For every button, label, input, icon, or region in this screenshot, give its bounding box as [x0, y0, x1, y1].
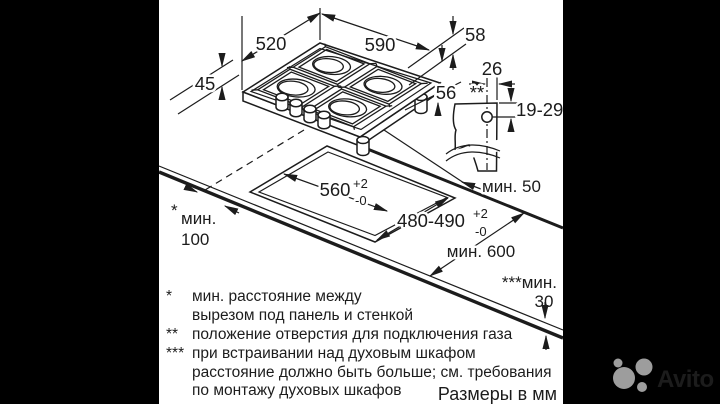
footnotes: * мин. расстояние между вырезом под пане…: [164, 286, 560, 404]
grate-front-right: [338, 63, 427, 107]
dim-label-19-29: 19-29: [516, 99, 563, 120]
tol-560-minus: -0: [355, 193, 367, 208]
tol-480-plus: +2: [473, 206, 488, 221]
hob-drawing: [243, 43, 440, 156]
hob-leg-front: [356, 135, 370, 157]
units-note: Размеры в мм: [438, 384, 557, 404]
hob-dimensions: 520 590 45 58 56: [169, 8, 488, 117]
control-knobs: [275, 92, 331, 130]
min50-label: мин. 50: [482, 177, 541, 196]
min100-value: 100: [181, 230, 209, 249]
footnote-2-line-1: положение отверстия для подключения газа: [192, 326, 513, 343]
footnote-3-line-2: расстояние должно быть больше; см. требо…: [192, 364, 551, 381]
break-line-upper: [445, 144, 501, 155]
footnote-3-line-3: по монтажу духовых шкафов: [192, 382, 402, 399]
gas-hole: [481, 111, 493, 123]
footnote-1-line-2: вырезом под панель и стенкой: [192, 307, 413, 324]
wall-edge-line-thin: [159, 165, 563, 331]
dim-label-26: 26: [482, 58, 503, 79]
wall-edge-line-thick: [159, 170, 563, 340]
footnote-marker-2: **: [166, 326, 178, 343]
min30-label: ***мин.: [502, 273, 557, 292]
footnote-marker-1: *: [166, 288, 172, 305]
min30-value: 30: [535, 292, 554, 311]
footnote-marker-3: ***: [166, 345, 184, 362]
diagram-panel: 520 590 45 58 56 26 **: [159, 0, 563, 404]
dim-label-480-490: 480-490: [397, 210, 465, 231]
footnote-3-line-1: при встраивании над духовым шкафом: [192, 345, 476, 362]
avito-logo-text: Avito: [657, 366, 714, 393]
break-line-lower: [445, 151, 501, 162]
dim-line-560: [282, 173, 389, 212]
dim-line-min600: [429, 212, 525, 277]
dim-label-58: 58: [465, 24, 486, 45]
dim-label-56: 56: [436, 82, 457, 103]
hob-installation-diagram: 520 590 45 58 56 26 **: [159, 0, 563, 404]
avito-logo-icon: [613, 358, 653, 392]
footnote-1-line-1: мин. расстояние между: [192, 288, 362, 305]
tol-560-plus: +2: [353, 176, 368, 191]
projection-dashed-line: [204, 129, 305, 191]
dim-label-590: 590: [365, 34, 396, 55]
min100-star: *: [171, 201, 178, 220]
dim-line-480-490: [375, 197, 450, 241]
cutout-dimensions: 560 +2 -0 480-490 +2 -0 * мин. 100 мин. …: [169, 173, 560, 350]
avito-watermark: Avito: [613, 358, 714, 393]
gas-connection-detail: 26 ** 19-29: [444, 56, 563, 172]
dim-line-590: [320, 13, 431, 51]
min100-label: мин.: [181, 209, 216, 228]
dim-label-45: 45: [195, 73, 216, 94]
dim-line-520: [240, 12, 322, 62]
dim-label-560: 560: [320, 179, 351, 200]
dim-label-520: 520: [256, 33, 287, 54]
min600-label: мин. 600: [447, 242, 515, 261]
tol-480-minus: -0: [475, 224, 487, 239]
worktop-top-edge: [383, 129, 465, 184]
cutout-inner-outline: [257, 151, 449, 237]
gas-hole-marker: **: [470, 82, 484, 103]
